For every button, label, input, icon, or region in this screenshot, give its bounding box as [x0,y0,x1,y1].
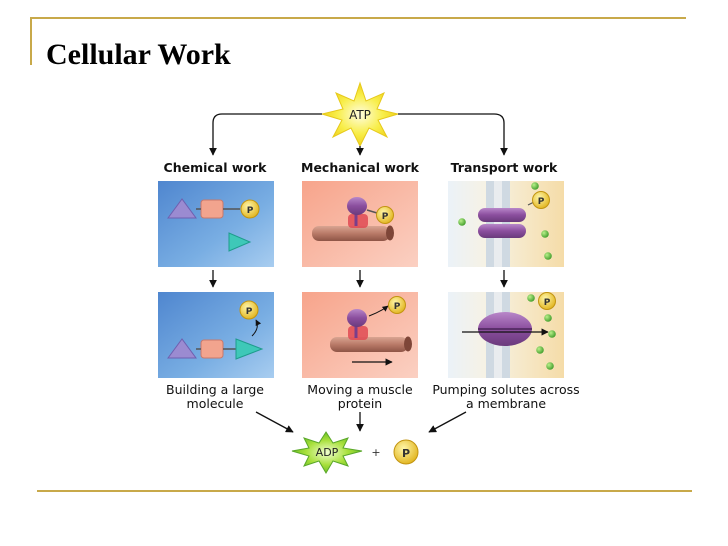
transport-phosphate-after: P [538,292,556,310]
chemical-work-header: Chemical work [163,160,267,175]
transport-phosphate-before: P [532,191,550,209]
svg-text:P: P [538,197,545,207]
mechanical-phosphate-after: P [388,296,406,314]
slide-title: Cellular Work [46,38,231,66]
step-arrows [209,270,508,288]
transport-work-description: Pumping solutes across a membrane [432,382,580,411]
svg-text:P: P [246,307,253,317]
svg-text:P: P [247,206,254,216]
chemical-molecules-after [167,319,264,360]
membrane-after [462,292,549,378]
left-rule [30,17,32,65]
adp-label: ADP [316,446,339,459]
atp-label: ATP [349,108,371,122]
plus-sign: + [371,446,380,459]
free-phosphate: P [393,439,419,465]
chemical-work-description: Building a large molecule [166,382,264,411]
muscle-protein-before [312,197,394,241]
chemical-phosphate-after: P [239,300,259,320]
mechanical-phosphate-before: P [376,206,394,224]
bottom-rule [37,490,692,492]
chemical-phosphate-before: P [240,199,260,219]
svg-text:P: P [544,298,551,308]
svg-text:P: P [402,447,410,460]
mechanical-work-description: Moving a muscle protein [307,382,413,411]
svg-text:P: P [394,302,401,312]
svg-text:P: P [382,212,389,222]
atp-distribution-arrows [209,113,508,156]
chemical-molecules-before [167,198,252,252]
mechanical-work-header: Mechanical work [301,160,419,175]
solutes-after [527,294,556,370]
chemical-panel-before [158,181,274,267]
solutes-before [458,182,552,260]
muscle-protein-after [330,305,412,366]
adp-starburst [291,431,363,474]
converging-arrows [255,411,467,433]
top-rule [30,17,686,19]
membrane-before [478,181,526,267]
transport-work-header: Transport work [450,160,558,175]
